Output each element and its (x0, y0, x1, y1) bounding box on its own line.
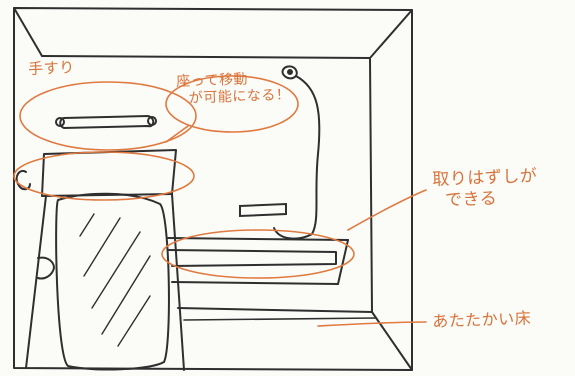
annotation-handrail: 手すり (27, 58, 76, 78)
annotation-removable-line1: 取りはずしが (432, 166, 538, 190)
floor-line (183, 317, 377, 321)
bathtub-right-edge (337, 239, 349, 285)
seated-move-highlight (165, 75, 299, 133)
annotation-removable: 取りはずしが できる (432, 166, 538, 212)
bench-hatching (79, 213, 151, 347)
annotation-seated-move-line1: 座って移動 (176, 71, 249, 90)
annotation-warm-floor: あたたかい床 (431, 308, 532, 331)
handrail-highlight (19, 81, 197, 151)
leader-line-warmfloor (317, 321, 427, 327)
shower-head (281, 65, 298, 80)
leader-line-removable (347, 189, 427, 231)
bench-support-right (171, 193, 185, 371)
bathtub-base (171, 281, 339, 285)
bathtub-front (167, 249, 337, 267)
faucet (239, 202, 287, 218)
annotation-seated-move: 座って移動 が可能になる！ (176, 70, 291, 108)
bathtub-top (167, 237, 349, 241)
bathtub-highlight (161, 229, 355, 279)
bench-support-left (25, 195, 47, 369)
annotation-removable-line2: できる (444, 188, 498, 211)
wall-handrail (59, 114, 155, 130)
grip-icon (37, 256, 55, 280)
corner-line-top-left (13, 7, 43, 57)
inner-back-wall (41, 55, 373, 313)
leader-line-seated (165, 125, 189, 143)
corner-line-top-right (369, 9, 413, 59)
seat-highlight (13, 151, 195, 201)
corner-line-bottom-right (371, 311, 413, 371)
shower-hose (295, 75, 321, 235)
bench-seat (55, 192, 170, 371)
